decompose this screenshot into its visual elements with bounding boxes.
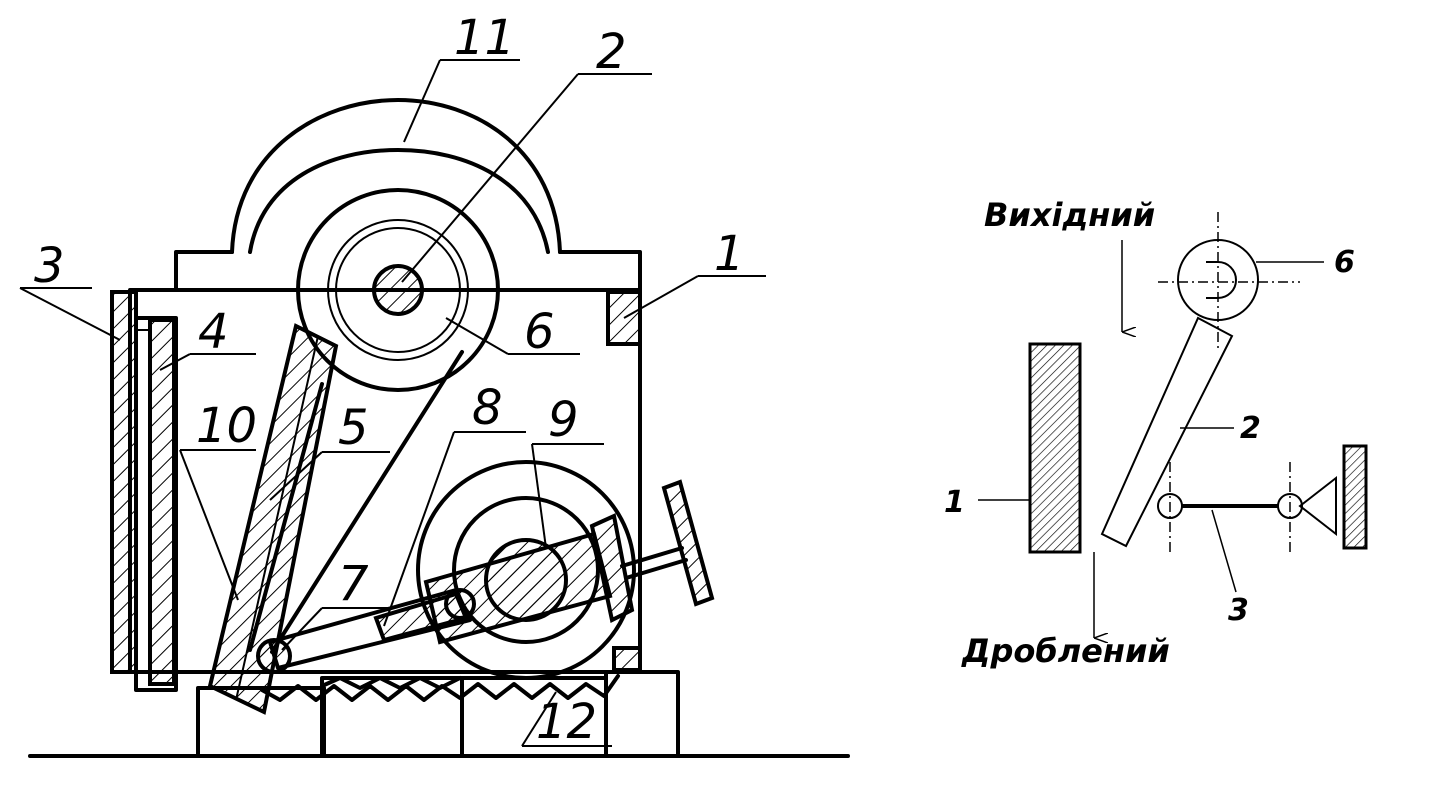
callout-9: 9 <box>548 392 579 448</box>
callout-8: 8 <box>472 380 503 436</box>
flywheel-ring-inner <box>335 227 461 353</box>
tension-plate <box>589 513 635 623</box>
eccentric-shaft <box>372 264 424 316</box>
callout-4: 4 <box>198 304 229 360</box>
frame-wedge-bottom <box>612 646 642 672</box>
callout-3: 3 <box>34 238 65 294</box>
eccentric-outer-scheme <box>1177 239 1259 321</box>
callout-11: 11 <box>454 10 515 66</box>
leader-4 <box>159 353 191 371</box>
toggle-pivot-jaw <box>256 638 292 674</box>
jaw-crusher-drawing: 11 2 3 1 4 6 10 5 8 9 <box>19 10 850 758</box>
pitman-right-edge <box>270 350 464 654</box>
leader-3-scheme <box>1211 509 1237 593</box>
callout-6-scheme: 6 <box>1334 245 1355 280</box>
leader-9 <box>531 443 547 549</box>
callout-5: 5 <box>338 400 369 456</box>
leader-8 <box>383 431 455 627</box>
leader-2 <box>401 73 579 283</box>
eccentric-inner-scheme <box>1206 261 1237 299</box>
foundation-block-end <box>604 670 680 758</box>
fixed-jaw-scheme <box>1028 342 1082 554</box>
output-label: Дроблений <box>961 632 1170 670</box>
kinematic-scheme: Вихідний 1 6 2 3 Дроблений <box>944 196 1368 670</box>
screw-rod-bottom <box>624 558 688 580</box>
input-label: Вихідний <box>984 196 1155 234</box>
pitman-left-edge <box>248 382 324 652</box>
fixed-jaw <box>110 290 138 674</box>
callout-2-scheme: 2 <box>1240 411 1261 446</box>
flywheel-housing-inner <box>248 148 550 254</box>
callout-10: 10 <box>196 398 257 454</box>
callout-1: 1 <box>714 226 745 282</box>
callout-2: 2 <box>596 24 627 80</box>
movable-jaw <box>207 323 339 715</box>
frame-top-right <box>558 250 642 292</box>
callout-1-scheme: 1 <box>944 485 965 520</box>
movable-jaw-lining-edge <box>235 335 319 701</box>
leader-7 <box>281 607 323 651</box>
screw-rod-top <box>620 546 684 568</box>
fixed-jaw-lining <box>148 318 176 686</box>
adjust-handwheel <box>661 479 715 607</box>
flywheel-ring-outer <box>327 219 469 361</box>
support-wall <box>1342 444 1368 550</box>
flywheel-housing-outer <box>230 98 562 254</box>
leader-12 <box>521 691 557 747</box>
flywheel-outer <box>296 188 500 392</box>
frame-top-left <box>174 250 234 292</box>
leader-1 <box>623 275 699 319</box>
leader-3 <box>19 287 121 341</box>
callout-3-scheme: 3 <box>1228 593 1249 628</box>
adjust-wheel-outer <box>416 460 636 680</box>
leader-6 <box>445 317 509 355</box>
callout-12: 12 <box>536 694 597 750</box>
leader-11 <box>403 59 441 143</box>
leader-10 <box>179 449 239 601</box>
leader-5 <box>269 451 323 501</box>
callout-6: 6 <box>524 304 555 360</box>
serrated-plate-inner <box>320 676 462 690</box>
support-bracket <box>1298 475 1337 537</box>
movable-jaw-scheme <box>1100 316 1234 548</box>
callout-7: 7 <box>338 556 369 612</box>
